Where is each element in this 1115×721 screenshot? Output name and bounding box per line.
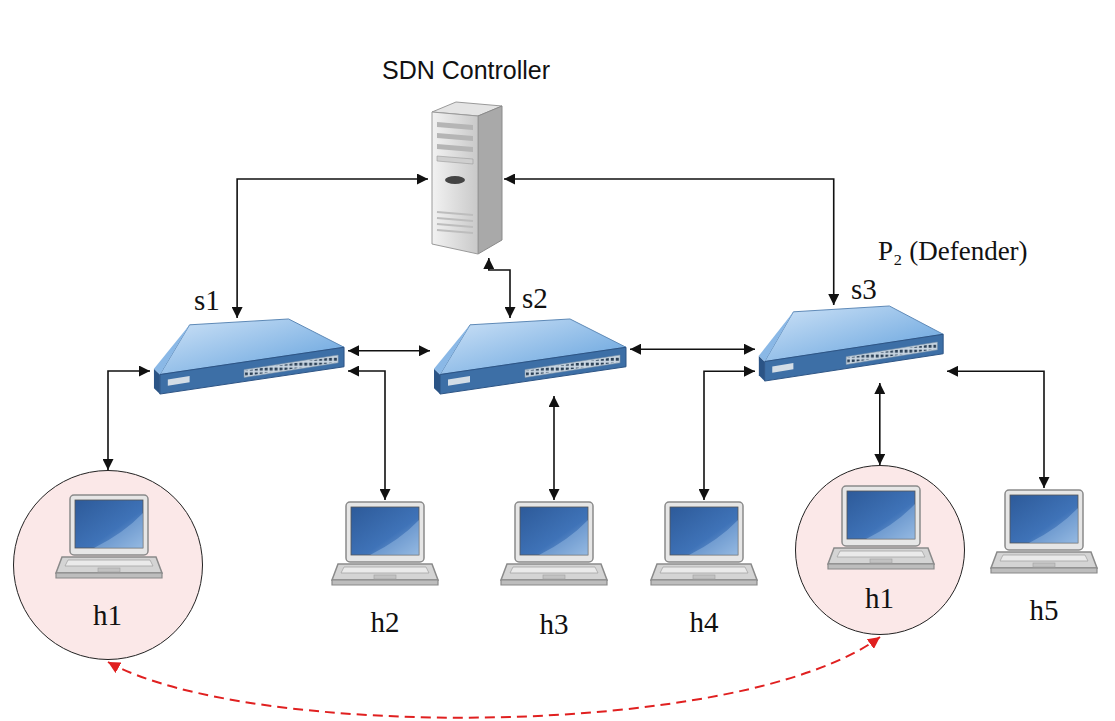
network-link — [630, 348, 755, 350]
host-laptop: h3 — [499, 500, 609, 588]
controller-label: SDN Controller — [382, 56, 550, 85]
switch-icon — [755, 305, 947, 383]
switch-label: s1 — [194, 284, 220, 317]
laptop-icon — [826, 484, 936, 574]
host-label: h4 — [690, 606, 719, 639]
network-link — [108, 371, 150, 470]
host-laptop: h4 — [649, 500, 759, 588]
network-link — [879, 383, 881, 465]
network-link — [553, 396, 555, 500]
switch-icon — [430, 318, 630, 396]
network-link — [489, 258, 510, 318]
defended-host-circle: h1 — [13, 470, 203, 660]
network-link — [348, 371, 385, 500]
player-label: P₂ (Defender) — [878, 236, 1028, 267]
switch-label: s2 — [522, 282, 548, 315]
network-link — [947, 371, 1044, 488]
laptop-icon — [649, 500, 759, 590]
host-laptop: h5 — [989, 488, 1099, 576]
host-label: h5 — [1030, 594, 1059, 627]
network-switch: s3 — [755, 305, 947, 383]
laptop-icon — [499, 500, 609, 590]
migration-arrow — [108, 637, 880, 718]
host-label: h1 — [93, 599, 122, 632]
laptop-icon — [330, 500, 440, 590]
server-icon — [428, 100, 504, 258]
host-laptop: h2 — [330, 500, 440, 588]
laptop-icon — [989, 488, 1099, 578]
network-link — [704, 371, 755, 500]
network-switch: s2 — [430, 318, 630, 396]
network-link — [348, 350, 430, 352]
switch-icon — [150, 318, 348, 396]
network-link — [237, 179, 428, 318]
host-label: h1 — [865, 582, 894, 615]
laptop-icon — [54, 493, 164, 583]
host-label: h2 — [371, 606, 400, 639]
host-label: h3 — [540, 608, 569, 641]
switch-label: s3 — [851, 273, 877, 306]
network-link — [504, 179, 834, 305]
network-switch: s1 — [150, 318, 348, 396]
controller-server: SDN Controller — [428, 100, 504, 258]
defended-host-circle: h1 — [795, 465, 965, 635]
